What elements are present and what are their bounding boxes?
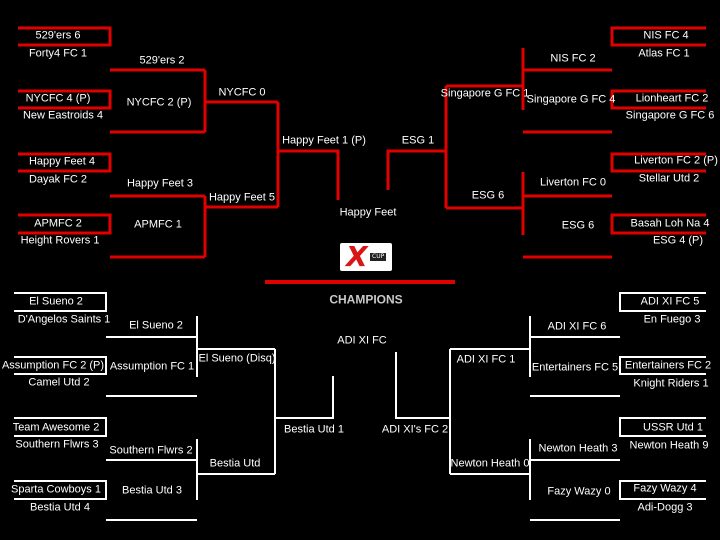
bl-r1-team-5: Team Awesome 2 [12, 421, 100, 434]
tr-r1-team-1: NIS FC 4 [643, 29, 689, 42]
tr-r1-line-1 [610, 26, 706, 47]
tr-r1-line-3 [610, 152, 706, 173]
tl-r3-team-1: NYCFC 0 [218, 86, 266, 99]
tr-r4-line [386, 149, 446, 190]
bottom-final-winner: ADI XI FC [337, 334, 387, 347]
tl-r3-team-2: Happy Feet 5 [208, 191, 276, 204]
bl-r1-team-8: Bestia Utd 4 [30, 501, 90, 514]
section-divider [265, 280, 455, 284]
tr-r1-team-5: Liverton FC 2 (P) [634, 154, 718, 167]
bl-r2-team-2: Assumption FC 1 [109, 360, 195, 373]
bl-r4-team: Bestia Utd 1 [284, 423, 344, 436]
tr-r1-line-2 [610, 89, 706, 110]
tl-r2-team-1: 529'ers 2 [139, 54, 185, 67]
tr-r3-team-2: ESG 6 [471, 189, 505, 202]
br-r4-team: ADI XI's FC 2 [381, 423, 449, 436]
bl-r1-team-6: Southern Flwrs 3 [15, 438, 99, 451]
tl-r1-team-7: APMFC 2 [34, 217, 82, 230]
br-r2-team-4: Fazy Wazy 0 [547, 485, 611, 498]
bl-r4-line [275, 376, 334, 419]
bl-r1-line-4 [14, 480, 107, 500]
tr-r1-team-2: Atlas FC 1 [638, 47, 690, 60]
tl-r1-line-3 [18, 152, 112, 173]
bl-r1-team-2: D'Angelos Saints 1 [17, 313, 111, 326]
tl-r1-team-6: Dayak FC 2 [28, 173, 88, 186]
bl-r1-line-2 [14, 356, 107, 375]
tr-r2-team-1: NIS FC 2 [550, 52, 596, 65]
tl-r1-line-1 [18, 26, 112, 47]
tr-r2-team-3: Liverton FC 0 [539, 176, 607, 189]
br-r1-team-6: Newton Heath 9 [629, 439, 709, 452]
bl-r1-team-4: Camel Utd 2 [28, 376, 90, 389]
br-r1-team-7: Fazy Wazy 4 [633, 482, 697, 495]
br-r2-team-1: ADI XI FC 6 [547, 320, 607, 333]
br-r1-line-3 [619, 417, 706, 437]
tl-r1-team-2: Forty4 FC 1 [28, 47, 88, 60]
tr-r1-team-3: Lionheart FC 2 [635, 92, 709, 105]
tl-r1-team-4: New Eastroids 4 [22, 109, 104, 122]
tr-r1-team-7: Basah Loh Na 4 [630, 217, 710, 230]
tr-r1-line-4 [610, 213, 706, 235]
bl-r2-team-1: El Sueno 2 [129, 319, 183, 332]
bl-r1-team-1: El Sueno 2 [29, 295, 83, 308]
bl-r1-team-7: Sparta Cowboys 1 [11, 483, 101, 496]
tl-r1-team-8: Height Rovers 1 [20, 234, 100, 247]
br-r1-team-5: USSR Utd 1 [643, 421, 703, 434]
tl-r1-line-2 [18, 89, 112, 110]
tr-r1-team-4: Singapore G FC 6 [625, 109, 715, 122]
tl-r4-team: Happy Feet 1 (P) [282, 134, 366, 147]
bl-r2-team-4: Bestia Utd 3 [122, 484, 182, 497]
br-r1-line-1 [619, 292, 706, 312]
tl-r1-line-4 [18, 213, 112, 235]
logo-letter: X [346, 240, 368, 273]
champions-heading: CHAMPIONS [329, 292, 403, 307]
br-r1-line-2 [619, 356, 706, 375]
br-r1-team-2: En Fuego 3 [643, 313, 701, 326]
top-final-winner: Happy Feet [339, 206, 397, 219]
br-r1-team-4: Knight Riders 1 [633, 377, 709, 390]
logo-word: CUP [370, 253, 387, 261]
br-r1-line-4 [619, 480, 706, 500]
bl-r1-line-3 [14, 417, 107, 437]
br-r3-team-2: Newton Heath 0 [450, 457, 530, 470]
br-r2-team-3: Newton Heath 3 [538, 442, 618, 455]
tr-r4-team: ESG 1 [401, 134, 435, 147]
br-r1-team-3: Entertainers FC 2 [624, 359, 712, 372]
tr-r1-team-8: ESG 4 (P) [652, 234, 704, 247]
br-r4-line [395, 352, 450, 419]
tl-r2-team-2: NYCFC 2 (P) [126, 96, 192, 109]
tr-r2-team-4: ESG 6 [561, 219, 595, 232]
br-r3-team-1: ADI XI FC 1 [456, 353, 516, 366]
br-r2-team-2: Entertainers FC 5 [531, 361, 619, 374]
tl-r2-team-3: Happy Feet 3 [126, 177, 194, 190]
xcup-logo: X CUP [340, 243, 392, 271]
bl-r1-line-1 [14, 292, 107, 312]
bl-r3-team-1: El Sueno (Disq) [198, 352, 276, 365]
tl-r1-team-5: Happy Feet 4 [28, 155, 96, 168]
br-r1-team-1: ADI XI FC 5 [640, 295, 700, 308]
bl-r2-team-3: Southern Flwrs 2 [109, 444, 193, 457]
bl-r3-team-2: Bestia Utd [209, 457, 261, 470]
tl-r4-line [278, 149, 340, 200]
tr-r3-team-1: Singapore G FC 1 [440, 87, 530, 100]
tl-r2-team-4: APMFC 1 [134, 218, 182, 231]
tl-r1-team-3: NYCFC 4 (P) [25, 92, 91, 105]
tl-r1-team-1: 529'ers 6 [35, 29, 81, 42]
tr-r1-team-6: Stellar Utd 2 [638, 172, 700, 185]
bl-r1-team-3: Assumption FC 2 (P) [1, 359, 105, 372]
tr-r2-team-2: Singapore G FC 4 [526, 93, 616, 106]
br-r1-team-8: Adi-Dogg 3 [637, 501, 693, 514]
